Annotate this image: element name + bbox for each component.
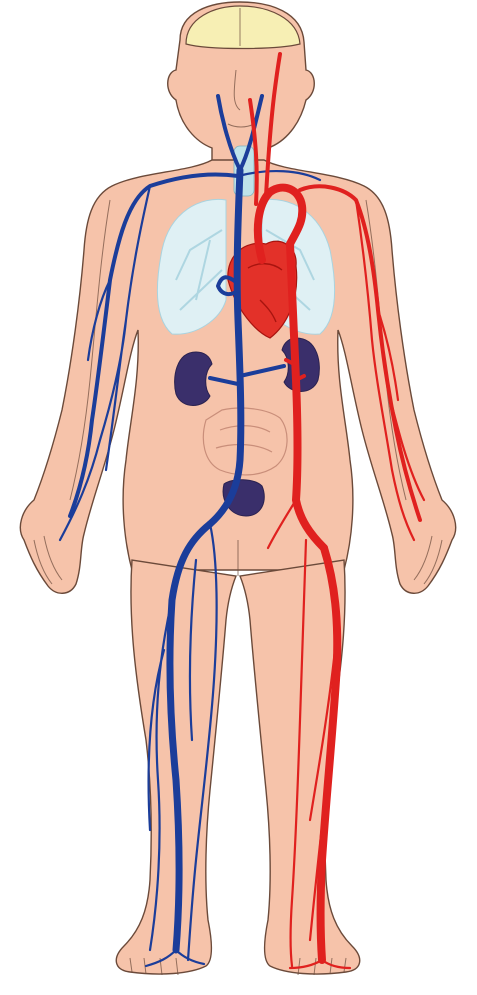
right-leg	[240, 560, 360, 974]
